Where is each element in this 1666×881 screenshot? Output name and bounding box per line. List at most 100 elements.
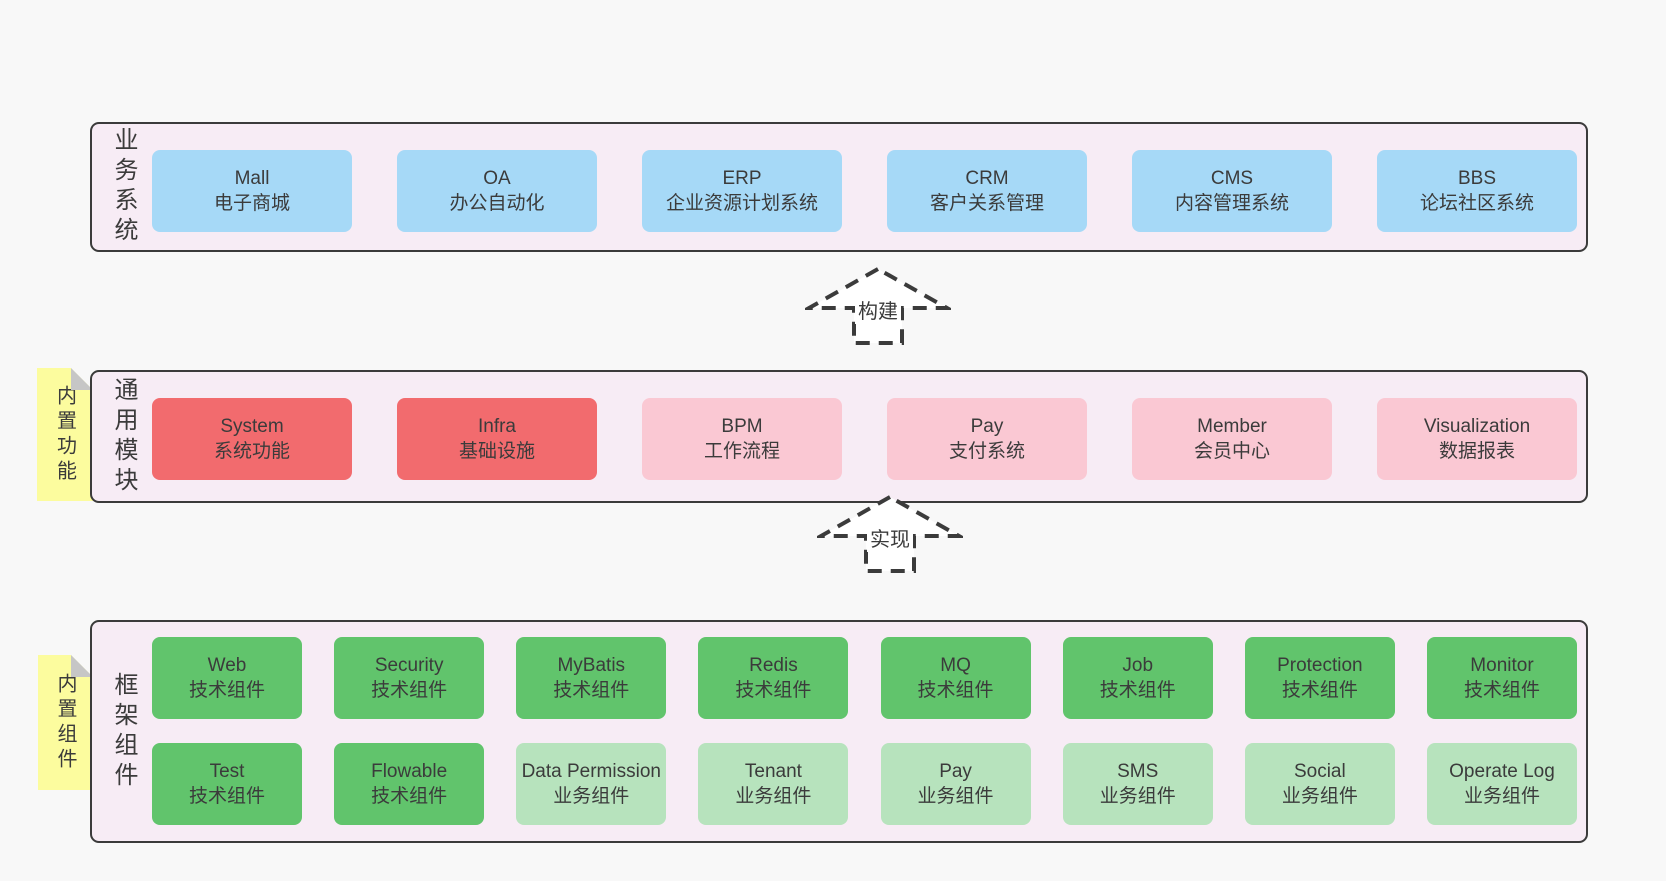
box-subtitle: 技术组件 [371,680,448,701]
box-subtitle: 论坛社区系统 [1419,193,1534,214]
box-subtitle: 技术组件 [1281,680,1358,701]
box-title: Job [1122,654,1154,676]
box-title: Member [1197,415,1267,437]
box-test: Test 技术组件 [152,743,302,825]
arrow-label: 实现 [867,523,913,552]
box-mall: Mall 电子商城 [152,150,352,232]
box-social: Social 业务组件 [1244,743,1395,825]
section-side-label: 通用模块 [110,376,137,497]
box-title: ERP [722,167,762,189]
box-title: Infra [477,415,517,437]
box-subtitle: 技术组件 [188,680,265,701]
box-title: CMS [1210,167,1254,189]
box-data-permission: Data Permission 业务组件 [516,743,667,825]
box-title: CRM [965,167,1009,189]
modules-boxes-row: System 系统功能 Infra 基础设施 BPM 工作流程 Pay 支付系统… [152,398,1577,480]
box-title: SMS [1117,760,1159,782]
box-subtitle: 业务组件 [1099,786,1176,807]
box-pay-business: Pay 业务组件 [880,743,1031,825]
box-subtitle: 内容管理系统 [1174,193,1289,214]
box-title: System [220,415,284,437]
arrow-label: 构建 [855,295,901,324]
sticky-note-built-in-features: 内置功能 [37,368,93,501]
box-title: BPM [721,415,763,437]
box-redis: Redis 技术组件 [698,637,849,719]
box-infra: Infra 基础设施 [397,398,597,480]
box-subtitle: 业务组件 [553,786,630,807]
box-crm: CRM 客户关系管理 [887,150,1087,232]
box-pay: Pay 支付系统 [887,398,1087,480]
framework-boxes-row-1: Web 技术组件 Security 技术组件 MyBatis 技术组件 Redi… [152,637,1577,719]
box-protection: Protection 技术组件 [1244,637,1395,719]
box-title: Pay [939,760,972,782]
box-visualization: Visualization 数据报表 [1377,398,1577,480]
box-title: Monitor [1470,654,1534,676]
section-side-label: 业务系统 [110,127,137,247]
box-subtitle: 技术组件 [1463,680,1540,701]
box-title: Web [207,654,247,676]
box-mybatis: MyBatis 技术组件 [516,637,667,719]
box-subtitle: 技术组件 [917,680,994,701]
box-job: Job 技术组件 [1062,637,1213,719]
box-subtitle: 技术组件 [553,680,630,701]
box-bbs: BBS 论坛社区系统 [1377,150,1577,232]
box-subtitle: 业务组件 [1281,786,1358,807]
box-cms: CMS 内容管理系统 [1132,150,1332,232]
box-title: Tenant [744,760,802,782]
box-title: Mall [234,167,270,189]
sticky-note-built-in-components: 内置组件 [38,655,93,790]
box-bpm: BPM 工作流程 [642,398,842,480]
box-title: MyBatis [557,654,626,676]
box-title: Social [1293,760,1346,782]
box-subtitle: 数据报表 [1438,441,1515,462]
box-operate-log: Operate Log 业务组件 [1426,743,1577,825]
sticky-note-label: 内置功能 [53,384,76,485]
section-business-systems: 业务系统 Mall 电子商城 OA 办公自动化 ERP 企业资源计划系统 CRM… [90,122,1588,252]
box-title: Operate Log [1449,760,1555,782]
box-subtitle: 基础设施 [458,441,535,462]
box-title: Visualization [1423,415,1531,437]
business-boxes-row: Mall 电子商城 OA 办公自动化 ERP 企业资源计划系统 CRM 客户关系… [152,150,1577,232]
section-side-label: 框架组件 [110,671,137,792]
box-subtitle: 电子商城 [213,193,290,214]
box-subtitle: 系统功能 [213,441,290,462]
box-title: Test [209,760,245,782]
box-title: Pay [970,415,1004,437]
box-tenant: Tenant 业务组件 [698,743,849,825]
box-title: BBS [1457,167,1497,189]
box-erp: ERP 企业资源计划系统 [642,150,842,232]
box-title: Security [374,654,444,676]
box-monitor: Monitor 技术组件 [1426,637,1577,719]
box-subtitle: 业务组件 [1463,786,1540,807]
box-system: System 系统功能 [152,398,352,480]
box-subtitle: 技术组件 [371,786,448,807]
box-oa: OA 办公自动化 [397,150,597,232]
box-subtitle: 客户关系管理 [929,193,1044,214]
box-title: MQ [940,654,971,676]
box-subtitle: 技术组件 [735,680,812,701]
box-web: Web 技术组件 [152,637,302,719]
box-title: OA [483,167,511,189]
box-subtitle: 工作流程 [703,441,780,462]
sticky-note-label: 内置组件 [54,672,76,773]
box-title: Redis [749,654,798,676]
box-sms: SMS 业务组件 [1062,743,1213,825]
box-subtitle: 技术组件 [188,786,265,807]
box-subtitle: 业务组件 [917,786,994,807]
box-security: Security 技术组件 [334,637,485,719]
arrow-implement: 实现 [817,494,963,574]
framework-boxes-row-2: Test 技术组件 Flowable 技术组件 Data Permission … [152,743,1577,825]
box-title: Data Permission [521,760,661,782]
box-subtitle: 会员中心 [1193,441,1270,462]
box-title: Flowable [371,760,448,782]
box-mq: MQ 技术组件 [880,637,1031,719]
box-subtitle: 办公自动化 [449,193,545,214]
box-subtitle: 业务组件 [735,786,812,807]
box-subtitle: 企业资源计划系统 [665,193,818,214]
box-subtitle: 技术组件 [1099,680,1176,701]
section-framework-components: 框架组件 Web 技术组件 Security 技术组件 MyBatis 技术组件… [90,620,1588,843]
section-common-modules: 通用模块 System 系统功能 Infra 基础设施 BPM 工作流程 Pay… [90,370,1588,503]
box-flowable: Flowable 技术组件 [334,743,485,825]
box-title: Protection [1277,654,1363,676]
